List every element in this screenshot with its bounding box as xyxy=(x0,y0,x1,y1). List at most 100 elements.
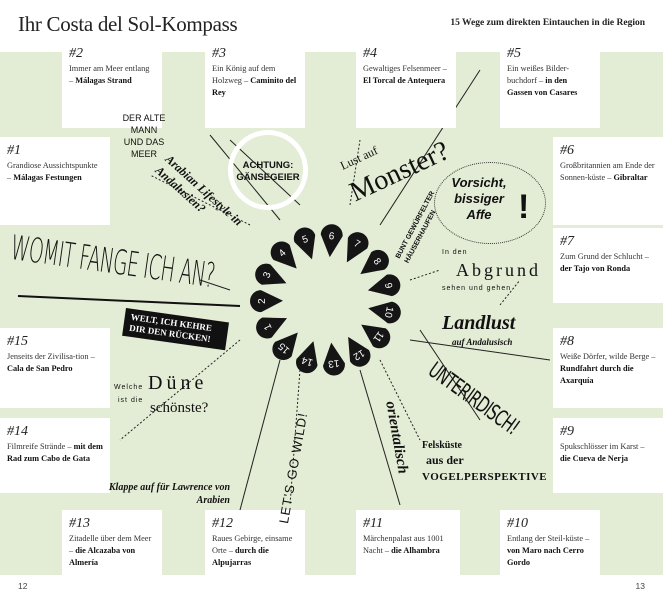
connector-line xyxy=(359,369,401,506)
petal-number: 13 xyxy=(327,357,340,369)
card-text: Spukschlösser im Karst – xyxy=(560,442,645,451)
petal-number: 12 xyxy=(351,347,367,362)
petal-shape xyxy=(256,317,288,339)
page-number-right: 13 xyxy=(635,581,645,591)
deco-abgrund-a: In den xyxy=(442,249,468,256)
deco-affe-mark: ! xyxy=(518,188,530,226)
petal-shape xyxy=(323,342,345,376)
petal-shape xyxy=(255,263,287,285)
connector-line xyxy=(419,329,481,421)
card-number: #4 xyxy=(363,46,377,61)
card-number: #8 xyxy=(560,334,574,349)
underline xyxy=(17,295,241,307)
card-text: Entlang der Steil-küste – xyxy=(507,534,590,543)
petal-5: 5 xyxy=(293,227,316,260)
card-number: #1 xyxy=(7,143,21,158)
card-highlight: Caminito del Rey xyxy=(212,76,297,97)
connector-line xyxy=(499,279,521,306)
connector-line xyxy=(239,359,281,511)
petal-shape xyxy=(360,249,389,275)
petal-15: 15 xyxy=(272,332,298,360)
card-highlight: Cala de San Pedro xyxy=(7,364,73,373)
card-number: #3 xyxy=(212,46,226,61)
deco-duene-a: Welche xyxy=(114,384,144,391)
petal-number: 10 xyxy=(382,306,395,319)
petal-3: 3 xyxy=(255,263,287,285)
petal-number: 6 xyxy=(328,231,335,242)
petal-shape xyxy=(293,227,316,260)
petal-14: 14 xyxy=(296,341,318,374)
deco-duene-c: ist die xyxy=(118,397,144,404)
card-number: #11 xyxy=(363,516,383,531)
card-number: #9 xyxy=(560,424,574,439)
petal-shape xyxy=(368,301,401,324)
card-highlight: Rundfahrt durch die Axarquía xyxy=(560,364,634,385)
deco-landlust-b: auf Andalusisch xyxy=(452,337,513,347)
deco-duene-d: schönste? xyxy=(150,400,209,416)
connector-line xyxy=(379,359,421,441)
petal-shape xyxy=(346,232,369,263)
petal-number: 8 xyxy=(371,256,383,267)
petal-number: 1 xyxy=(262,322,275,332)
geier-circle xyxy=(228,130,308,210)
deco-duene-b: Düne xyxy=(148,372,208,394)
card-highlight: die Alhambra xyxy=(391,546,440,555)
card-number: #2 xyxy=(69,46,83,61)
deco-geier: ACHTUNG: GÄNSEGEIER xyxy=(236,160,300,183)
card-number: #10 xyxy=(507,516,528,531)
card-text: Jenseits der Zivilisa-tion – xyxy=(7,352,95,361)
deco-fels-c: VOGELPERSPEKTIVE xyxy=(422,471,548,483)
connector-line xyxy=(199,279,231,291)
card-text: Gewaltiges Felsenmeer – xyxy=(363,64,447,73)
card-number: #13 xyxy=(69,516,90,531)
connector-line xyxy=(349,139,361,206)
petal-number: 3 xyxy=(261,270,273,280)
deco-lawrence: Klappe auf für Lawrence von Arabien xyxy=(108,482,230,506)
connector-line xyxy=(409,339,551,361)
petal-shape xyxy=(348,336,371,367)
petal-shape xyxy=(320,224,343,258)
green-background xyxy=(0,52,663,575)
petal-9: 9 xyxy=(367,274,401,297)
card-text: Großbritannien am Ende der Sonnen-küste … xyxy=(560,161,655,182)
card-number: #12 xyxy=(212,516,233,531)
card-text: Zum Grund der Schlucht – xyxy=(560,252,649,261)
connector-line xyxy=(409,269,441,281)
petal-number: 9 xyxy=(382,282,394,290)
petal-10: 10 xyxy=(368,301,401,324)
card-number: #5 xyxy=(507,46,521,61)
petal-8: 8 xyxy=(360,249,389,275)
card-highlight: Málagas Strand xyxy=(75,76,132,85)
connector-line xyxy=(149,174,251,226)
card-highlight: Málagas Festungen xyxy=(13,173,82,182)
card-text: Grandiose Aussichtspunkte – xyxy=(7,161,98,182)
card-highlight: von Maro nach Cerro Gordo xyxy=(507,546,584,567)
petal-number: 4 xyxy=(277,247,289,259)
card-text: Ein König auf dem Holzweg – xyxy=(212,64,276,85)
page-subtitle: 15 Wege zum direkten Eintauchen in die R… xyxy=(450,18,645,28)
page-title: Ihr Costa del Sol-Kompass xyxy=(18,12,238,36)
connector-line xyxy=(289,369,301,506)
card-highlight: die Cueva de Nerja xyxy=(560,454,628,463)
affe-bubble xyxy=(434,162,546,244)
card-text: Weiße Dörfer, wilde Berge – xyxy=(560,352,656,361)
petal-number: 2 xyxy=(257,298,268,304)
card-number: #14 xyxy=(7,424,28,439)
petal-shape xyxy=(361,324,391,349)
card-highlight: in den Gassen von Casares xyxy=(507,76,578,97)
card-highlight: mit dem Rad zum Cabo de Gata xyxy=(7,442,103,463)
deco-fels-a: Felsküste xyxy=(422,440,462,451)
deco-abgrund-c: sehen und gehen xyxy=(442,285,512,292)
petal-number: 14 xyxy=(300,354,314,368)
page-number-left: 12 xyxy=(18,581,28,591)
